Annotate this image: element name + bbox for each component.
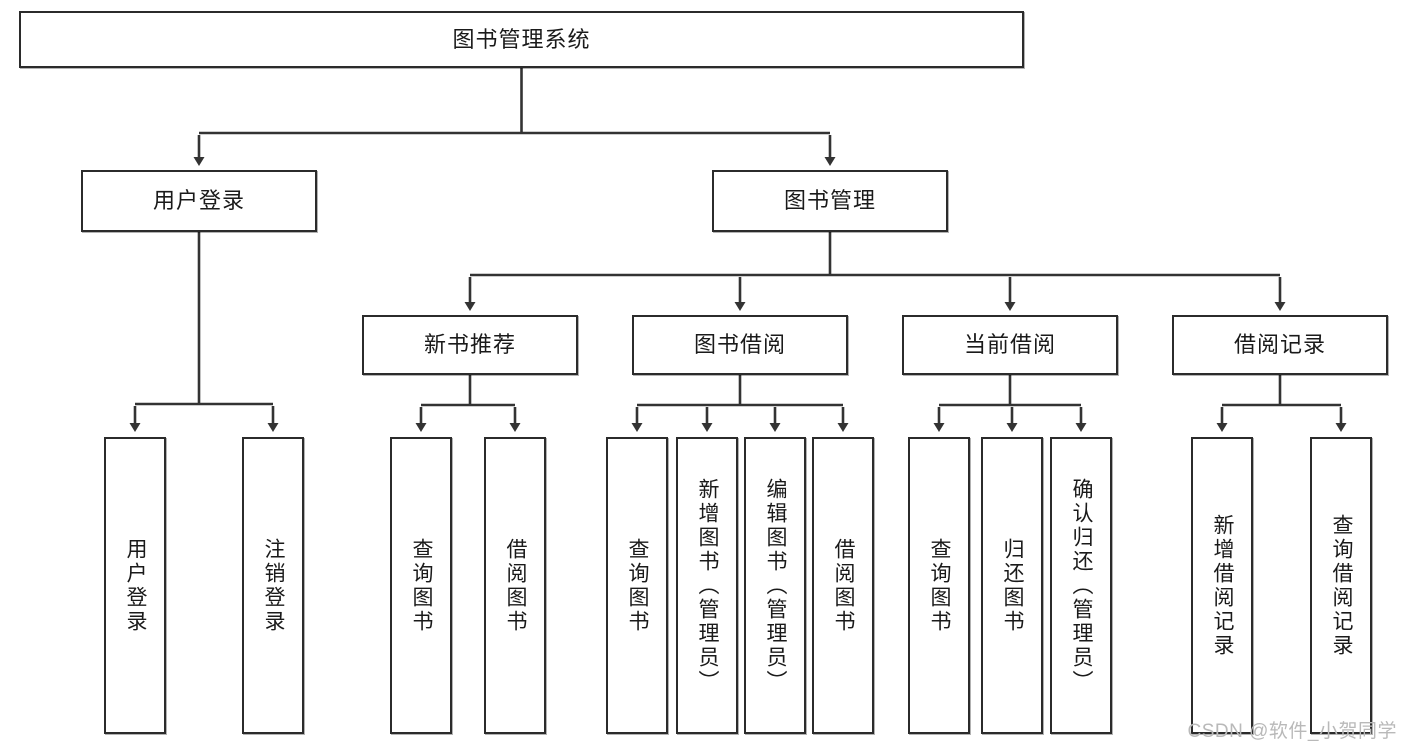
leaf-add-record[interactable]: 新增借阅记录 [1191,437,1253,734]
leaf-logout-label: 注销登录 [262,537,286,634]
node-borrow-record[interactable]: 借阅记录 [1172,315,1388,375]
node-user-login[interactable]: 用户登录 [81,170,317,232]
edge-userlogin-to-leaves [129,232,279,432]
node-book-manage-label: 图书管理 [783,188,876,214]
csdn-watermark: CSDN @软件_小贺同学 [1187,721,1397,742]
leaf-query-book-rec[interactable]: 查询图书 [390,437,452,734]
node-book-borrow-label: 图书借阅 [693,332,786,358]
edge-newbook-to-leaves [415,375,521,432]
leaf-query-record-label: 查询借阅记录 [1330,513,1354,658]
edge-bookmanage-to-level3 [464,232,1286,311]
leaf-confirm-return-label: 确认归还（管理员） [1070,477,1094,694]
leaf-query-record[interactable]: 查询借阅记录 [1310,437,1372,734]
leaf-return-book[interactable]: 归还图书 [981,437,1043,734]
leaf-edit-book-label: 编辑图书（管理员） [764,477,788,694]
node-book-borrow[interactable]: 图书借阅 [632,315,848,375]
leaf-query-book-current[interactable]: 查询图书 [908,437,970,734]
leaf-borrow-book-rec[interactable]: 借阅图书 [484,437,546,734]
node-root[interactable]: 图书管理系统 [19,11,1024,68]
leaf-add-record-label: 新增借阅记录 [1211,513,1235,658]
leaf-add-book-label: 新增图书（管理员） [696,477,720,694]
leaf-user-login-label: 用户登录 [124,537,148,634]
edge-borrowrecord-to-leaves [1216,375,1347,432]
node-current-borrow[interactable]: 当前借阅 [902,315,1118,375]
edge-root-to-level2 [193,68,836,166]
node-current-borrow-label: 当前借阅 [963,332,1056,358]
node-user-login-label: 用户登录 [152,188,245,214]
leaf-query-book-borrow[interactable]: 查询图书 [606,437,668,734]
leaf-user-login[interactable]: 用户登录 [104,437,166,734]
leaf-query-book-current-label: 查询图书 [928,537,952,634]
node-new-book-recommend-label: 新书推荐 [423,332,516,358]
leaf-edit-book[interactable]: 编辑图书（管理员） [744,437,806,734]
leaf-borrow-book-rec-label: 借阅图书 [504,537,528,634]
leaf-query-book-borrow-label: 查询图书 [626,537,650,634]
node-new-book-recommend[interactable]: 新书推荐 [362,315,578,375]
leaf-confirm-return[interactable]: 确认归还（管理员） [1050,437,1112,734]
edge-currentborrow-to-leaves [933,375,1087,432]
leaf-logout[interactable]: 注销登录 [242,437,304,734]
leaf-query-book-rec-label: 查询图书 [410,537,434,634]
leaf-borrow-book[interactable]: 借阅图书 [812,437,874,734]
leaf-add-book[interactable]: 新增图书（管理员） [676,437,738,734]
node-book-manage[interactable]: 图书管理 [712,170,948,232]
node-root-label: 图书管理系统 [452,26,591,52]
node-borrow-record-label: 借阅记录 [1233,332,1326,358]
leaf-return-book-label: 归还图书 [1001,537,1025,634]
leaf-borrow-book-label: 借阅图书 [832,537,856,634]
edge-bookborrow-to-leaves [631,375,849,432]
